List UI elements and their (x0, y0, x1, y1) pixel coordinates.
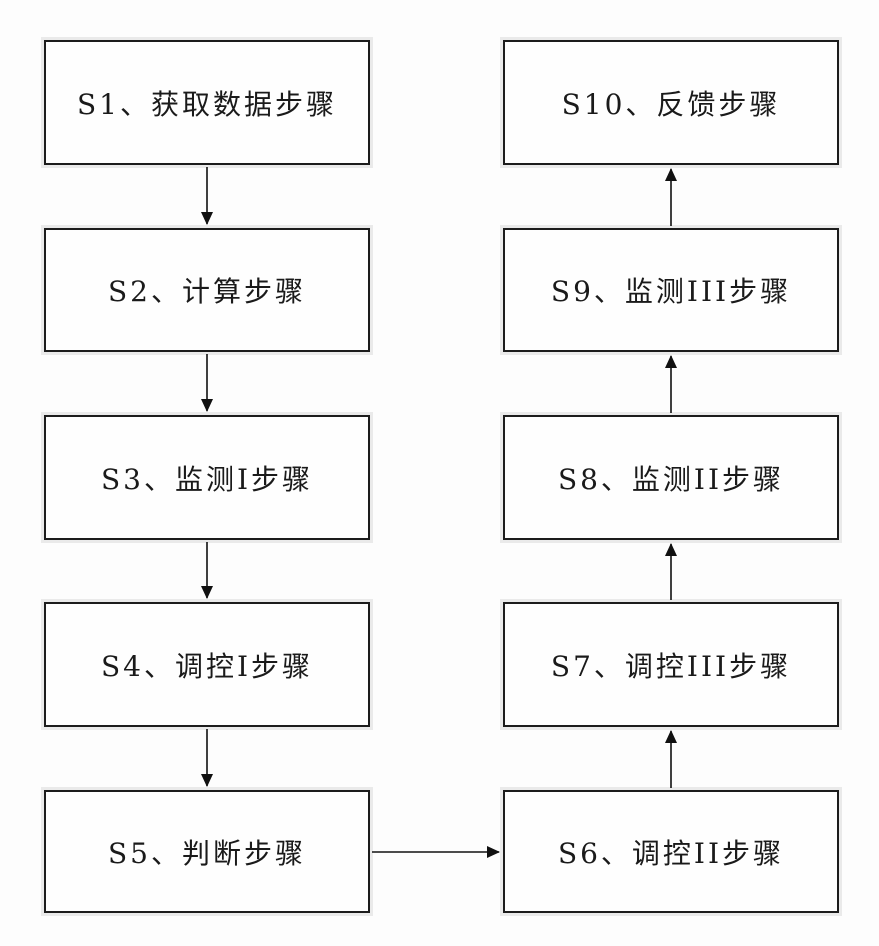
flow-box-s1: S1、获取数据步骤 (44, 40, 370, 165)
flow-box-s5: S5、判断步骤 (44, 790, 370, 913)
flow-box-s5-label: S5、判断步骤 (108, 836, 306, 870)
flow-box-s3: S3、监测I步骤 (44, 415, 370, 540)
flow-box-s4: S4、调控I步骤 (44, 602, 370, 727)
flow-box-s1-label: S1、获取数据步骤 (77, 87, 337, 121)
flow-box-s6-label: S6、调控II步骤 (557, 836, 785, 870)
flow-box-s4-label: S4、调控I步骤 (100, 649, 314, 683)
flow-box-s7: S7、调控III步骤 (503, 602, 839, 727)
flow-box-s10: S10、反馈步骤 (503, 40, 839, 165)
flow-box-s8-label: S8、监测II步骤 (557, 462, 785, 496)
flow-box-s3-label: S3、监测I步骤 (100, 462, 314, 496)
flow-box-s10-label: S10、反馈步骤 (561, 87, 781, 121)
flow-box-s9: S9、监测III步骤 (503, 228, 839, 352)
flow-box-s6: S6、调控II步骤 (503, 790, 839, 913)
flow-box-s2-label: S2、计算步骤 (108, 275, 306, 308)
flow-box-s8: S8、监测II步骤 (503, 415, 839, 540)
flow-box-s7-label: S7、调控III步骤 (550, 649, 792, 683)
flow-box-s9-label: S9、监测III步骤 (550, 275, 792, 308)
flow-box-s2: S2、计算步骤 (44, 228, 370, 352)
